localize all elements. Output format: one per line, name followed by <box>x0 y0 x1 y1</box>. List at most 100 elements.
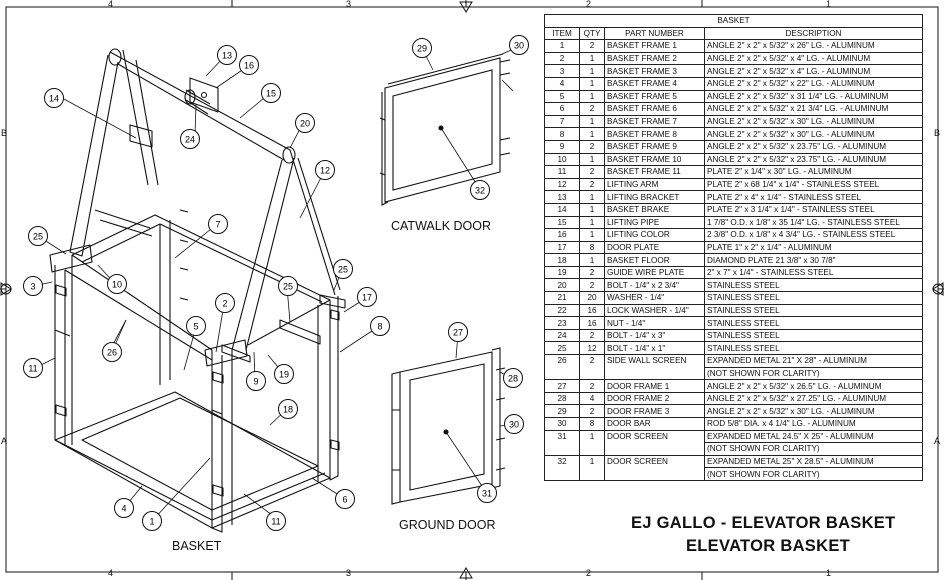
bom-cell-qty: 1 <box>579 64 605 78</box>
item-balloon: 20 <box>295 113 315 133</box>
item-balloon-label: 20 <box>300 119 310 129</box>
item-balloon-label: 10 <box>112 280 122 290</box>
bom-cell-description: ANGLE 2" x 2" x 5/32" x 26" LG. - ALUMIN… <box>704 39 923 53</box>
bom-cell-part-number: BASKET FLOOR <box>604 253 705 267</box>
item-balloon-label: 26 <box>107 348 117 358</box>
zone-label-right-a: A <box>934 436 941 446</box>
bom-cell-item: 2 <box>544 51 580 66</box>
bom-cell-item: 7 <box>544 114 580 129</box>
bom-cell-description: STAINLESS STEEL <box>704 328 923 343</box>
item-balloon: 25 <box>333 259 353 279</box>
bom-cell-description: ANGLE 2" x 2" x 5/32" x 27.25" LG. - ALU… <box>704 391 923 406</box>
bom-cell-item: 19 <box>544 265 580 280</box>
bom-cell-qty: 1 <box>579 190 605 204</box>
zone-label-top-1: 1 <box>826 0 832 9</box>
item-balloon-label: 30 <box>514 41 524 51</box>
item-balloon-label: 25 <box>33 232 43 242</box>
bom-cell-qty: 1 <box>579 215 605 230</box>
bom-cell-item: 29 <box>544 404 580 418</box>
bom-cell-item: 18 <box>544 253 580 267</box>
bom-cell-qty: 1 <box>579 152 605 167</box>
bom-cell-part-number: DOOR FRAME 3 <box>604 404 705 418</box>
item-balloon: 27 <box>448 322 468 342</box>
bom-cell-qty: 8 <box>579 240 605 255</box>
bom-cell-item: 4 <box>544 76 580 91</box>
item-balloon-label: 25 <box>283 282 293 292</box>
bom-cell-part-number: BASKET FRAME 11 <box>604 165 705 179</box>
item-balloon-label: 4 <box>121 504 126 514</box>
item-balloon-label: 30 <box>509 420 519 430</box>
item-balloon-label: 15 <box>266 89 276 99</box>
bom-cell-qty: 20 <box>579 291 605 305</box>
bom-cell-item: 8 <box>544 127 580 141</box>
bom-cell-qty: 1 <box>579 202 605 217</box>
ground-door-view <box>391 347 506 505</box>
bom-cell-qty: 2 <box>579 404 605 418</box>
catwalk-door-view <box>379 53 511 206</box>
bom-cell-description: PLATE 1" x 2" x 1/4" - ALUMINUM <box>704 240 923 255</box>
item-balloon-label: 11 <box>28 364 37 374</box>
bom-cell-part-number: DOOR PLATE <box>604 240 705 255</box>
bom-cell-part-number: LIFTING PIPE <box>604 215 705 230</box>
bom-cell-part-number: BOLT - 1/4" x 3" <box>604 328 705 343</box>
bom-cell-qty: 12 <box>579 341 605 356</box>
item-balloon-label: 9 <box>253 377 258 387</box>
bom-cell-description: ANGLE 2" x 2" x 5/32" x 30" LG. - ALUMIN… <box>704 404 923 418</box>
bom-cell-description: EXPANDED METAL 24.5" X 25" - ALUMINUM <box>704 429 923 444</box>
bom-cell-description: STAINLESS STEEL <box>704 303 923 318</box>
item-balloon-label: 7 <box>215 220 220 230</box>
bom-cell-qty: 1 <box>579 454 605 481</box>
bom-cell-description: EXPANDED METAL 21" X 28" - ALUMINUM <box>704 354 923 368</box>
bom-cell-item: 28 <box>544 391 580 406</box>
item-balloon: 3 <box>23 276 43 296</box>
item-balloon: 25 <box>28 226 48 246</box>
bom-cell-qty: 2 <box>579 102 605 116</box>
bom-cell-qty: 2 <box>579 139 605 154</box>
bom-cell-description-note: (NOT SHOWN FOR CLARITY) <box>704 366 923 381</box>
bom-cell-part-number: DOOR BAR <box>604 417 705 431</box>
bom-cell-item: 25 <box>544 341 580 356</box>
bom-cell-description: ANGLE 2" x 2" x 5/32" x 26.5" LG. - ALUM… <box>704 379 923 393</box>
bom-cell-qty: 16 <box>579 303 605 318</box>
bom-cell-part-number: LIFTING COLOR <box>604 228 705 242</box>
bom-cell-qty: 1 <box>579 89 605 104</box>
leader-lines <box>32 46 519 521</box>
bom-cell-qty: 1 <box>579 429 605 456</box>
bom-cell-item: 13 <box>544 190 580 204</box>
bom-cell-item: 11 <box>544 165 580 179</box>
bom-cell-description: DIAMOND PLATE 21 3/8" x 30 7/8" <box>704 253 923 267</box>
bom-cell-qty: 4 <box>579 391 605 406</box>
bom-cell-description: EXPANDED METAL 25" X 28.5" - ALUMINUM <box>704 454 923 469</box>
bom-cell-item: 23 <box>544 316 580 330</box>
item-balloon: 31 <box>477 483 497 503</box>
bom-cell-description: 1 7/8" O.D. x 1/8" x 35 1/4" LG. - STAIN… <box>704 215 923 230</box>
zone-label-top-4: 4 <box>108 0 114 9</box>
item-balloon-label: 3 <box>30 282 35 292</box>
bom-cell-part-number: BASKET FRAME 5 <box>604 89 705 104</box>
bom-cell-qty: 2 <box>579 278 605 293</box>
item-balloon: 15 <box>261 83 281 103</box>
item-balloon-label: 24 <box>185 135 195 145</box>
bom-cell-description: PLATE 2" x 68 1/4" x 1/4" - STAINLESS ST… <box>704 177 923 192</box>
bom-cell-qty: 2 <box>579 165 605 179</box>
bom-cell-qty: 2 <box>579 265 605 280</box>
bom-cell-description: ANGLE 2" x 2" x 5/32" x 21 3/4" LG. - AL… <box>704 102 923 116</box>
drawing-subtitle: ELEVATOR BASKET <box>686 537 851 555</box>
bom-cell-qty: 2 <box>579 39 605 53</box>
zone-label-left-b: B <box>1 128 8 138</box>
bom-cell-description: ROD 5/8" DIA. x 4 1/4" LG. - ALUMINUM <box>704 417 923 431</box>
